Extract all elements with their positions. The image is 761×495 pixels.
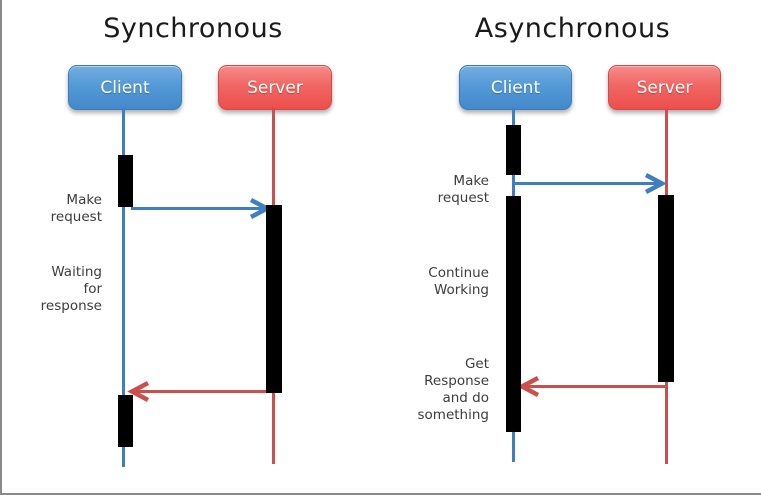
sync-client-activation-2 bbox=[118, 395, 133, 447]
async-server-label: Server bbox=[636, 77, 693, 98]
async-client-label: Client bbox=[490, 77, 541, 98]
sync-server-label: Server bbox=[247, 77, 303, 98]
async-client-activation-2 bbox=[506, 196, 521, 432]
sync-client-actor-box: Client bbox=[68, 65, 182, 110]
sync-client-label: Client bbox=[100, 77, 150, 98]
async-server-actor-box: Server bbox=[608, 65, 721, 110]
async-client-actor-box: Client bbox=[459, 65, 572, 110]
async-get-response-label: Get Response and do something bbox=[417, 356, 489, 423]
sync-server-actor-box: Server bbox=[218, 65, 332, 110]
async-title: Asynchronous bbox=[474, 13, 671, 44]
async-make-request-label: Make request bbox=[437, 173, 489, 206]
async-continue-working-label: Continue Working bbox=[428, 265, 489, 298]
async-server-activation bbox=[658, 195, 674, 382]
sync-response-arrow bbox=[127, 381, 270, 402]
sync-title: Synchronous bbox=[103, 13, 283, 44]
async-request-arrow bbox=[513, 173, 667, 194]
sync-client-lifeline bbox=[122, 108, 125, 467]
sync-client-activation-1 bbox=[118, 155, 133, 207]
sync-make-request-label: Make request bbox=[50, 192, 102, 225]
async-client-activation-1 bbox=[506, 125, 521, 175]
sync-waiting-label: Waiting for response bbox=[40, 264, 102, 314]
sync-server-activation bbox=[266, 205, 282, 393]
sync-request-arrow bbox=[131, 198, 272, 219]
async-response-arrow bbox=[517, 376, 668, 397]
